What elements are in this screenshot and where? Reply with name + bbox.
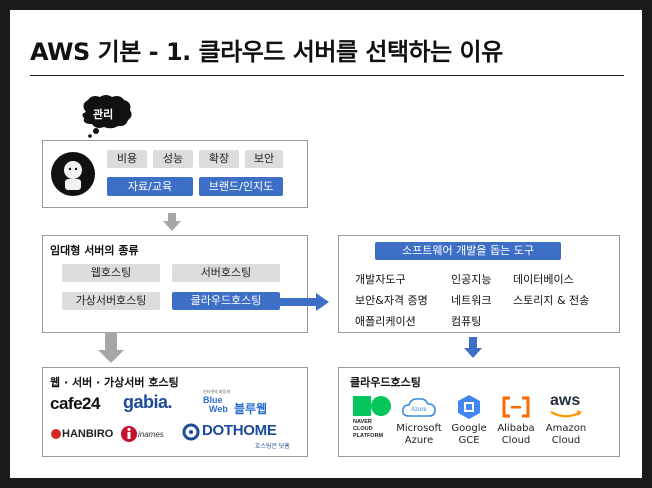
- provider-amazon-line1: Amazon: [545, 423, 587, 434]
- provider-azure-line1: Microsoft: [396, 423, 442, 434]
- hosting-cloud: 클라우드호스팅: [172, 292, 280, 310]
- hosting-types-box: [42, 235, 308, 333]
- cafe24-logo: cafe24: [50, 394, 100, 413]
- tag-security: 보안: [245, 150, 283, 168]
- hosting-virtual-server: 가상서버호스팅: [62, 292, 160, 310]
- tag-materials-education: 자료/교육: [107, 177, 193, 196]
- tool-computing: 컴퓨팅: [451, 315, 482, 328]
- provider-alibaba-line2: Cloud: [501, 435, 531, 446]
- arrow-right: [278, 293, 329, 311]
- arrow-down-small: [163, 213, 181, 231]
- hosting-server: 서버호스팅: [172, 264, 280, 282]
- web-hosting-box: [42, 367, 308, 457]
- speech-bubble: [82, 95, 132, 138]
- tool-ai: 인공지능: [451, 273, 492, 286]
- inames-mark-icon: [121, 426, 137, 442]
- blueweb-logo-korean: 블루웹: [234, 402, 268, 416]
- naver-cloud-line2: CLOUD: [353, 426, 373, 432]
- hanbiro-mark-icon: [51, 429, 61, 439]
- hosting-web: 웹호스팅: [62, 264, 160, 282]
- provider-alibaba-line1: Alibaba: [497, 423, 535, 434]
- provider-amazon-line2: Cloud: [551, 435, 581, 446]
- tool-storage-transfer: 스토리지 & 전송: [513, 294, 590, 307]
- inames-logo: inames: [138, 430, 164, 439]
- azure-cloud-icon: [402, 398, 436, 417]
- dothome-tagline: 호스팅은 닷홈: [255, 444, 290, 450]
- provider-google-line1: Google: [451, 423, 487, 434]
- hosting-types-title: 임대형 서버의 종류: [50, 244, 139, 257]
- aws-logo: aws: [550, 392, 581, 409]
- tag-scaling: 확장: [199, 150, 239, 168]
- provider-google-line2: GCE: [458, 435, 480, 446]
- slide: AWS 기본 - 1. 클라우드 서버를 선택하는 이유 관리 비용 성능 확장…: [10, 10, 642, 478]
- google-gce-icon: [458, 395, 480, 419]
- tag-performance: 성능: [153, 150, 193, 168]
- hanbiro-logo: HANBIRO: [62, 428, 114, 440]
- naver-cloud-line1: NAVER: [353, 419, 372, 425]
- tag-brand-awareness: 브랜드/인지도: [199, 177, 283, 196]
- title-divider: [30, 75, 624, 76]
- tool-security-credentials: 보안&자격 증명: [355, 294, 428, 307]
- arrow-down-gray: [98, 332, 124, 363]
- alibaba-cloud-icon: [502, 396, 530, 418]
- tool-dev-tools: 개발자도구: [355, 273, 406, 286]
- person-avatar-icon: [51, 152, 95, 196]
- cloud-hosting-title: 클라우드호스팅: [350, 376, 421, 389]
- gabia-logo: gabia.: [123, 392, 173, 412]
- software-tools-header: 소프트웨어 개발을 돕는 도구: [375, 242, 561, 260]
- blueweb-tagline: 인터넷의 파랑새: [203, 389, 230, 394]
- naver-cloud-icon: [353, 396, 391, 416]
- tag-cost: 비용: [107, 150, 147, 168]
- dothome-mark-icon: [182, 423, 200, 441]
- tool-database: 데이터베이스: [513, 273, 574, 286]
- web-hosting-title: 웹 · 서버 · 가상서버 호스팅: [50, 376, 179, 389]
- bubble-label: 관리: [93, 108, 114, 121]
- provider-azure-line2: Azure: [404, 435, 434, 446]
- naver-cloud-line3: PLATFORM: [353, 433, 384, 439]
- azure-badge: Azure: [411, 407, 427, 413]
- tool-network: 네트워크: [451, 294, 492, 307]
- arrow-down-blue: [464, 337, 482, 358]
- blueweb-logo-blue: Blue: [203, 395, 223, 405]
- blueweb-logo-web: Web: [209, 404, 228, 414]
- aws-smile-icon: [550, 410, 582, 418]
- page-title: AWS 기본 - 1. 클라우드 서버를 선택하는 이유: [30, 38, 503, 66]
- tool-application: 애플리케이션: [355, 315, 416, 328]
- dothome-logo: DOTHOME: [202, 422, 277, 439]
